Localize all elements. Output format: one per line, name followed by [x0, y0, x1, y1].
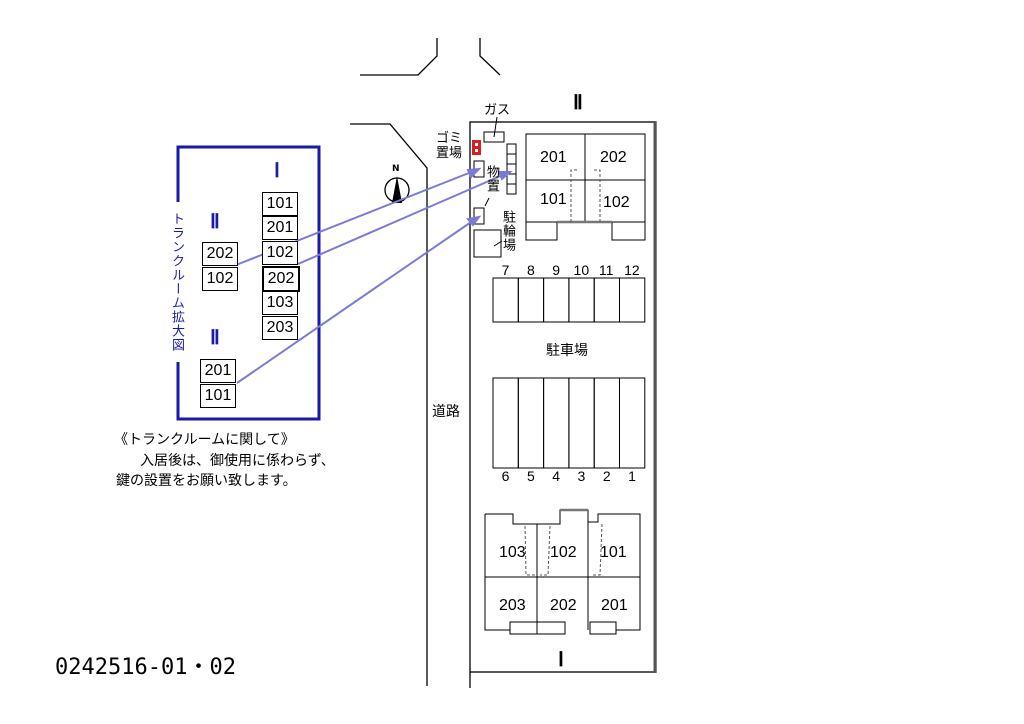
- unit-label: 101: [600, 544, 627, 561]
- road-label: 道路: [432, 404, 460, 420]
- parking-stall: [543, 277, 570, 323]
- trunk-room-unit: 101: [200, 384, 236, 408]
- gas-meter: [483, 131, 505, 143]
- parking-stall-number: 5: [526, 468, 535, 484]
- parking-stall-number: 8: [526, 262, 535, 278]
- storage-unit: [473, 207, 485, 225]
- trunk-room-unit: 102: [202, 267, 238, 291]
- trunk-room-unit: 201: [200, 359, 236, 383]
- trunk-room-unit: 201: [262, 216, 298, 240]
- trunk-room-panel-title: トランクルーム拡大図: [169, 212, 184, 352]
- parking-stall-number: 12: [624, 262, 640, 278]
- parking-stall: [619, 277, 646, 323]
- unit-label: 202: [600, 149, 627, 166]
- building-II-outline: [525, 133, 646, 241]
- garbage-area: [472, 140, 481, 155]
- building-II-label: Ⅱ: [210, 211, 220, 233]
- trunk-room-unit: 202: [262, 266, 300, 292]
- parking-stall: [517, 277, 545, 323]
- unit-label: 202: [550, 597, 577, 614]
- building-II-label: Ⅱ: [210, 327, 220, 349]
- unit-label: 203: [499, 597, 526, 614]
- parking-stall-number: 6: [501, 468, 510, 484]
- building-I-outline: [484, 508, 641, 635]
- parking-stall-number: 11: [598, 262, 614, 278]
- road-edge: [350, 123, 428, 686]
- parking-stall: [517, 377, 545, 469]
- trunk-room-unit: 102: [262, 241, 298, 265]
- trunk-room-unit: 203: [262, 316, 298, 340]
- parking-stall: [568, 277, 595, 323]
- unit-label: 103: [499, 544, 526, 561]
- parking-stall-number: 9: [552, 262, 561, 278]
- unit-label: 102: [550, 544, 577, 561]
- unit-label: 101: [540, 191, 567, 208]
- parking-stall-number: 2: [602, 468, 611, 484]
- unit-label: 201: [540, 149, 567, 166]
- building-II-label: Ⅱ: [573, 92, 583, 114]
- parking-stall-number: 1: [628, 468, 636, 484]
- unit-label: 201: [601, 597, 628, 614]
- trunk-room-unit: 103: [262, 291, 298, 315]
- storage-label: 物置: [484, 165, 499, 193]
- trunk-room-unit: 101: [262, 192, 298, 216]
- parking-stall: [593, 277, 621, 323]
- parking-stall: [492, 277, 519, 323]
- parking-label: 駐車場: [546, 343, 588, 359]
- storage-unit: [506, 143, 517, 195]
- bicycle-parking-label: 駐輪場: [500, 210, 515, 252]
- parking-stall-number: 3: [577, 468, 586, 484]
- road-edge: [360, 38, 438, 76]
- parking-stall-number: 7: [501, 262, 510, 278]
- parking-stall: [492, 377, 519, 469]
- unit-label: 102: [603, 194, 630, 211]
- property-code: 0242516-01・02: [55, 655, 236, 680]
- road-edge: [479, 38, 501, 76]
- parking-stall-number: 4: [552, 468, 561, 484]
- garbage-label: ゴミ置場: [436, 131, 463, 161]
- building-I-label: Ⅰ: [274, 160, 280, 182]
- trunk-room-unit: 202: [202, 242, 238, 266]
- parking-stall: [619, 377, 646, 469]
- bicycle-parking: [473, 229, 502, 258]
- parking-stall-number: 10: [573, 262, 590, 278]
- notes-line: 入居後は、御使用に係わらず、: [140, 453, 335, 469]
- notes-heading: 《トランクルームに関して》: [114, 432, 295, 448]
- gas-label: ガス: [484, 103, 511, 118]
- parking-stall: [543, 377, 570, 469]
- notes-line: 鍵の設置をお願い致します。: [116, 473, 297, 489]
- parking-stall: [568, 377, 595, 469]
- parking-stall: [593, 377, 621, 469]
- building-I-label: Ⅰ: [558, 649, 564, 671]
- north-label: N: [392, 164, 400, 174]
